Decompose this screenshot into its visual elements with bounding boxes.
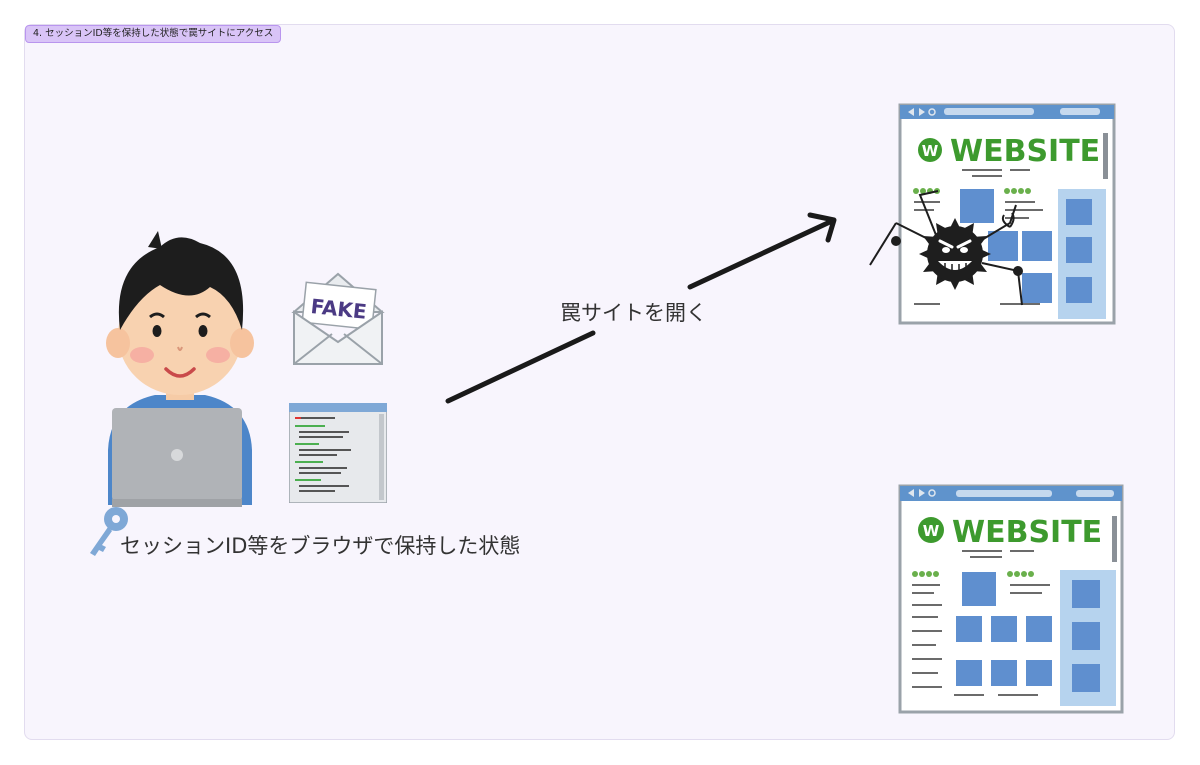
fake-mail-icon: FAKE bbox=[291, 272, 385, 365]
website-logo-letter-bottom: W bbox=[923, 522, 940, 540]
target-website-illustration: W WEBSITE bbox=[898, 484, 1124, 714]
step-label: 4. セッションID等を保持した状態で罠サイトにアクセス bbox=[25, 25, 282, 43]
virus-icon bbox=[869, 190, 1023, 306]
open-trap-site-arrow bbox=[445, 212, 837, 404]
website-title-bottom: WEBSITE bbox=[952, 515, 1102, 550]
fake-page-document-icon bbox=[289, 403, 387, 503]
open-trap-site-caption: 罠サイトを開く bbox=[560, 301, 707, 325]
user-with-laptop-illustration bbox=[106, 231, 254, 507]
fake-mail-label: FAKE bbox=[310, 294, 368, 324]
trap-website-illustration: W WEBSITE bbox=[869, 103, 1116, 325]
key-icon bbox=[90, 507, 128, 556]
session-state-caption: セッションID等をブラウザで保持した状態 bbox=[120, 534, 521, 558]
website-title-top: WEBSITE bbox=[950, 134, 1100, 169]
website-logo-letter-top: W bbox=[922, 142, 939, 160]
